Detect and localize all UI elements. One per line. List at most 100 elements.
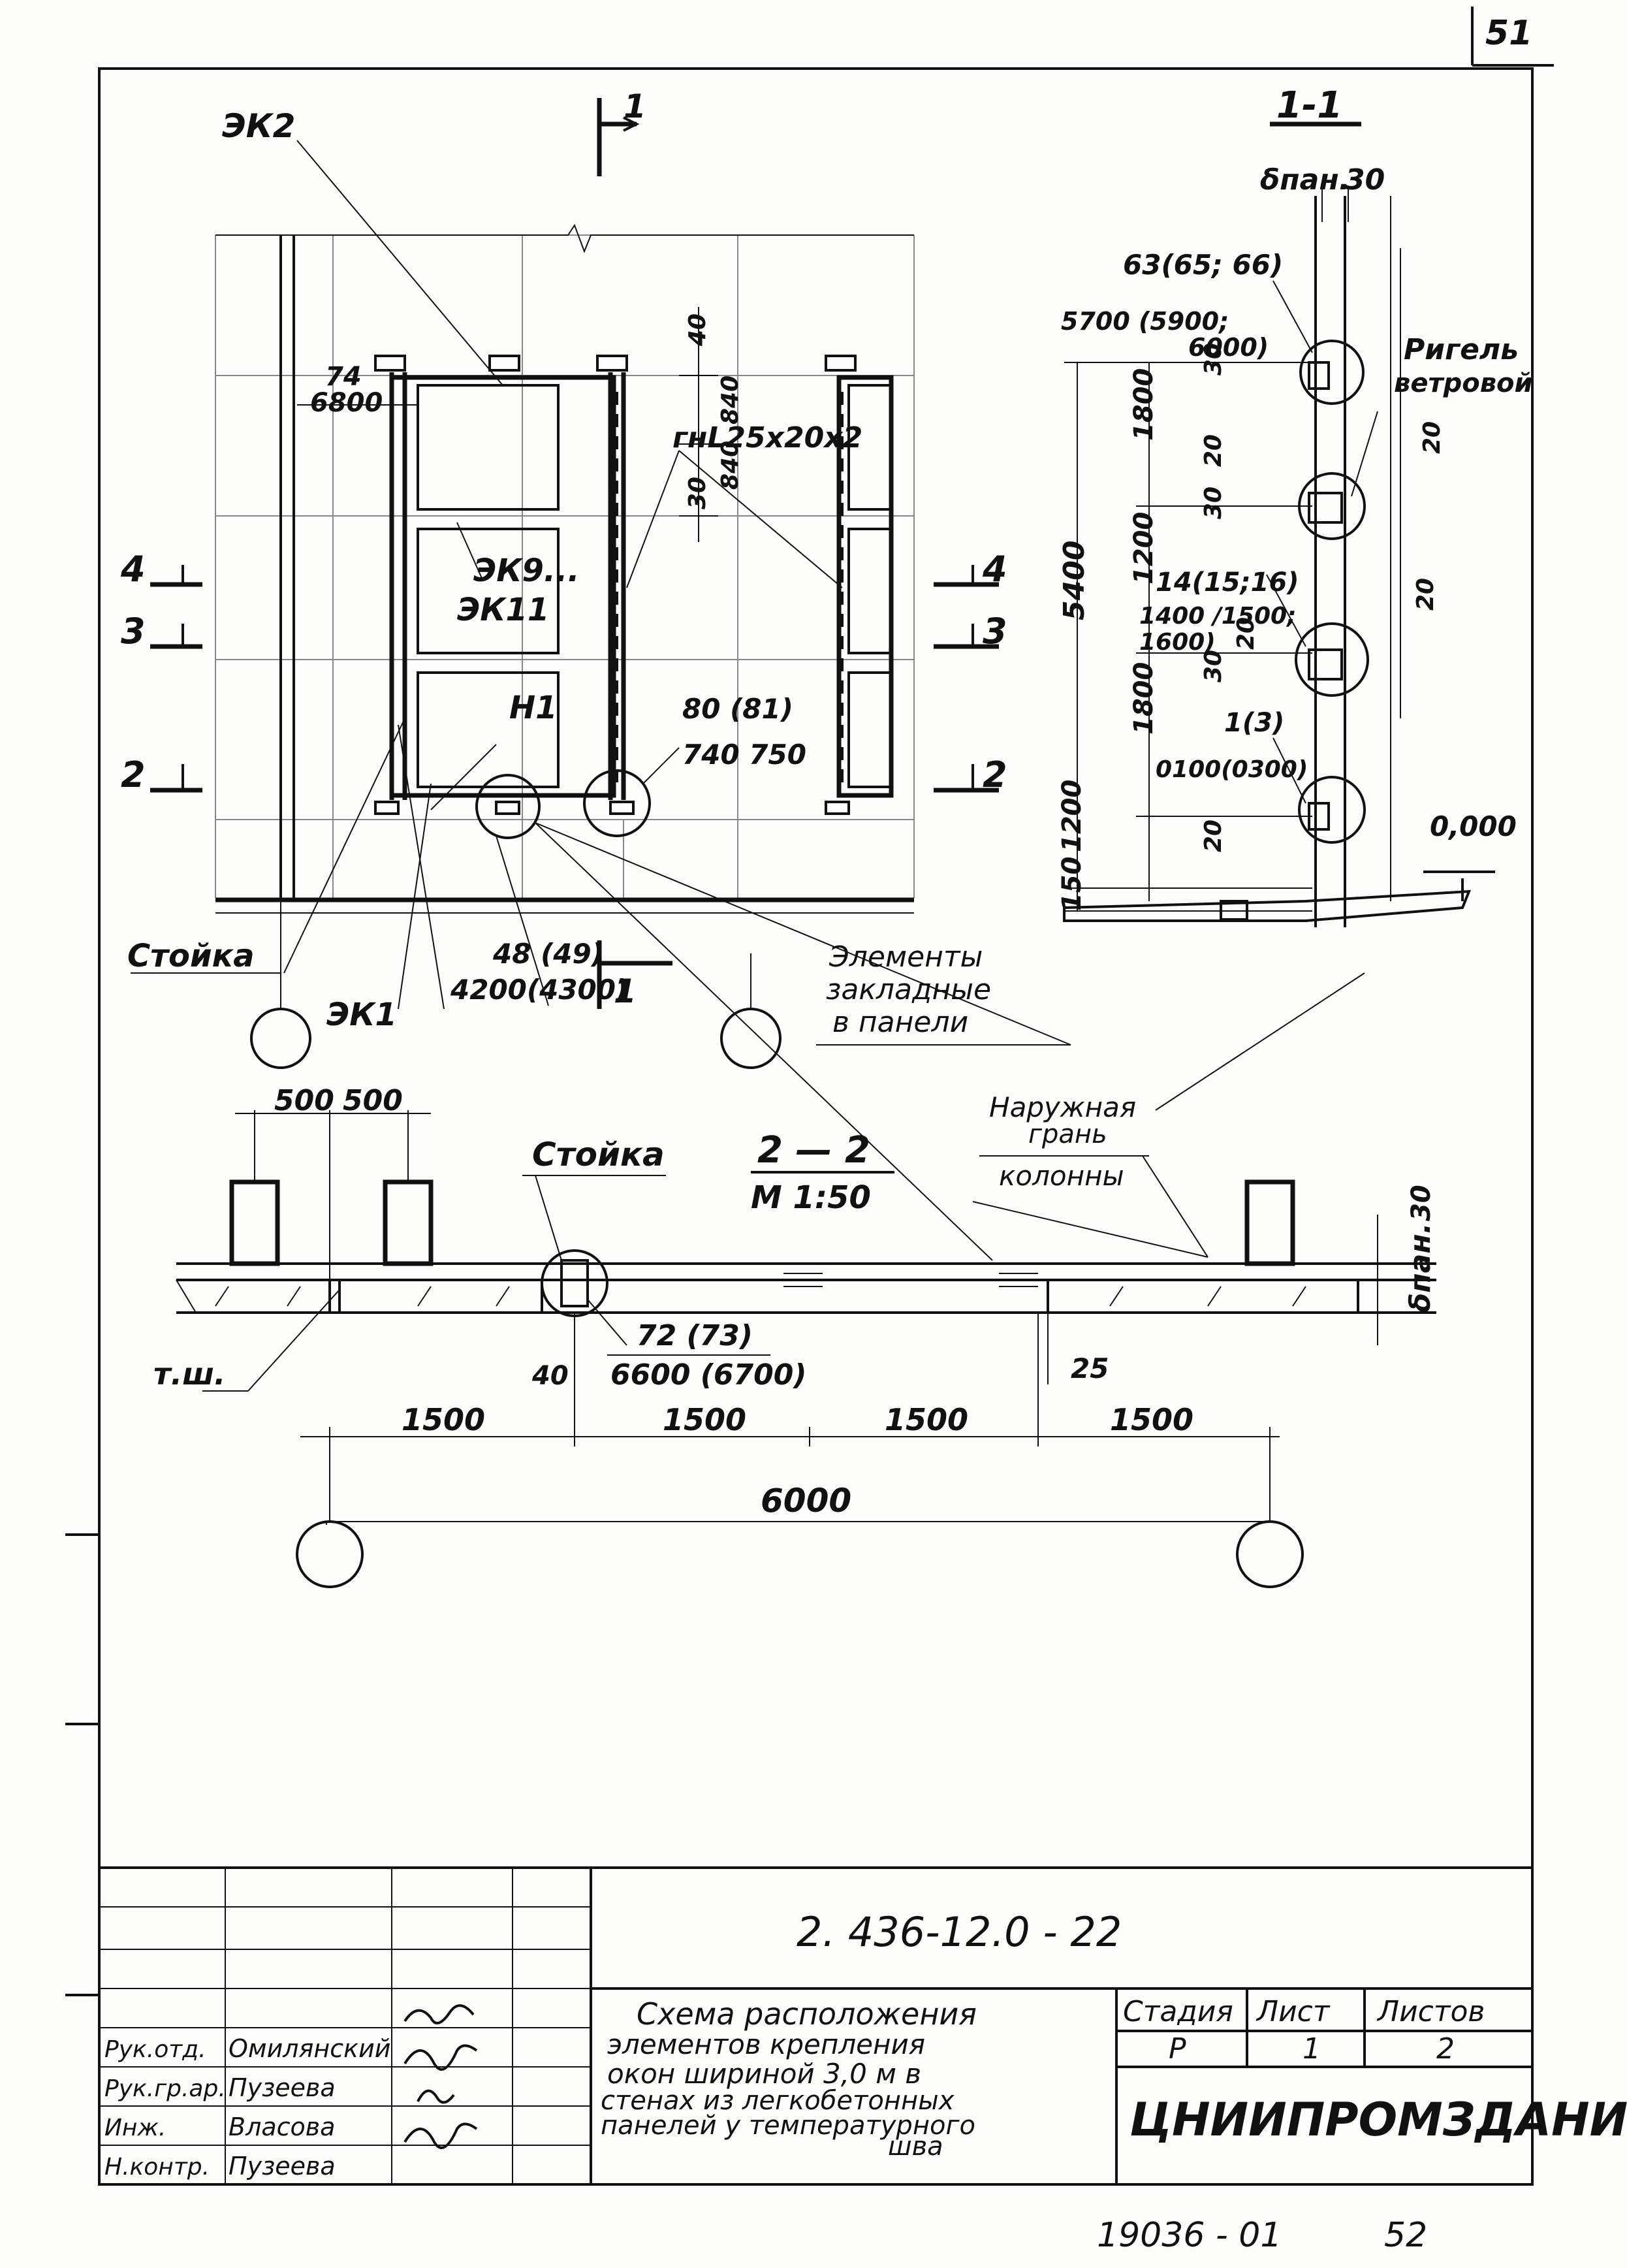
role-2: Рук.гр.ар. (104, 2075, 226, 2102)
callout-72-bottom: 6600 (6700) (610, 1358, 806, 1392)
embedded-label-l3: в панели (832, 1006, 968, 1039)
label-ek9: ЭК9... (473, 552, 580, 589)
dim-500-b: 500 (343, 1084, 403, 1117)
callout-63-line2: 6000) (1188, 333, 1269, 362)
section-2-2-scale: М 1:50 (751, 1179, 871, 1216)
title-line-1: Схема расположения (637, 1996, 977, 2032)
facade-elevation (131, 98, 1071, 1069)
label-tsh: т.ш. (153, 1356, 225, 1392)
span-2: 1500 (663, 1402, 746, 1437)
name-1: Омилянский (229, 2034, 391, 2063)
organization-name: ЦНИИПРОМЗДАНИЙ (1129, 2093, 1627, 2147)
outer-face-l3: колонны (999, 1160, 1124, 1192)
span-3: 1500 (885, 1402, 968, 1437)
signature-1 (403, 2004, 475, 2024)
section-mark-bottom: 1 (614, 972, 637, 1010)
label-n1: Н1 (509, 690, 558, 726)
side-mark-3: 3 (121, 611, 146, 652)
label-stoika-section: Стойка (532, 1136, 665, 1174)
section-2-2-title: 2 — 2 (757, 1129, 870, 1172)
outer-face-l1: Наружная (989, 1091, 1136, 1123)
title-line-3: окон шириной 3,0 м в (607, 2058, 921, 2090)
dim-20-c: 20 (1419, 421, 1445, 454)
callout-1-bottom: 0100(0300) (1156, 756, 1308, 783)
callout-72-top: 72 (73) (637, 1319, 753, 1352)
title-block (98, 1866, 1534, 2186)
callout-74-top: 74 (325, 362, 362, 392)
sheet-label: Лист (1256, 1995, 1331, 2028)
stage-value: Р (1169, 2032, 1186, 2066)
dim-20-a: 20 (1200, 434, 1227, 467)
callout-14-line1: 1400 /1500; (1139, 603, 1296, 630)
dim-30: 30 (684, 477, 711, 509)
dim-30-a: 30 (1200, 343, 1227, 375)
callout-74-bottom: 6800 (310, 388, 383, 418)
dim-30-section: 30 (1406, 1185, 1436, 1221)
name-3: Власова (229, 2113, 335, 2141)
title-line-5: панелей у температурного (601, 2111, 975, 2141)
label-ek1: ЭК1 (326, 997, 397, 1033)
level-0000: 0,000 (1430, 810, 1517, 842)
name-2: Пузеева (229, 2073, 336, 2102)
section-mark-top: 1 (624, 88, 646, 125)
stage-label: Стадия (1123, 1995, 1233, 2028)
dim-20-d: 20 (1412, 578, 1439, 611)
right-mark-2: 2 (983, 754, 1007, 795)
callout-80-top: 80 (81) (682, 693, 793, 725)
name-4: Пузеева (229, 2152, 336, 2180)
dim-1800-b: 1800 (1129, 662, 1159, 735)
dim-20-b: 20 (1200, 820, 1227, 852)
callout-63-line1: 5700 (5900; (1061, 307, 1229, 336)
dim-1200-b: 1200 (1057, 780, 1087, 852)
dim-40: 40 (684, 313, 711, 347)
title-line-4: стенах из легкобетонных (601, 2086, 955, 2116)
label-ek11: ЭК11 (457, 592, 549, 628)
section-1-1-d30: 30 (1345, 163, 1385, 197)
dim-40-section: 40 (531, 1361, 569, 1391)
dim-20-e: 20 (1233, 617, 1259, 650)
dim-25: 25 (1071, 1352, 1109, 1384)
title-line-2: элементов крепления (607, 2028, 925, 2060)
signature-2 (403, 2044, 478, 2071)
label-angle: гнL25x20x2 (672, 421, 862, 455)
drawing-code: 2. 436-12.0 - 22 (797, 1908, 1122, 1956)
right-mark-3: 3 (983, 611, 1007, 652)
callout-48-top: 48 (49) (492, 938, 604, 970)
side-mark-4: 4 (120, 549, 146, 590)
section-2-2-panel-thickness: δпан. (1404, 1223, 1437, 1313)
signature-3 (417, 2089, 455, 2104)
total-6000: 6000 (761, 1482, 851, 1520)
dim-30-b: 30 (1200, 487, 1227, 519)
callout-14-top: 14(15;16) (1156, 567, 1299, 598)
embedded-label-l2: закладные (826, 973, 991, 1006)
span-4: 1500 (1110, 1402, 1193, 1437)
dim-840-b: 840 (717, 441, 744, 490)
section-1-1 (1063, 121, 1495, 1111)
dim-30-c: 30 (1200, 650, 1227, 682)
dim-500-a: 500 (274, 1084, 334, 1117)
sheets-label: Листов (1376, 1995, 1485, 2028)
next-page-number: 52 (1384, 2216, 1427, 2255)
rigel-label-l2: ветровой (1394, 368, 1533, 398)
section-2-2 (176, 822, 1436, 1588)
sheet-value: 1 (1303, 2032, 1321, 2066)
archive-number: 19036 - 01 (1097, 2216, 1282, 2255)
side-mark-2: 2 (121, 754, 146, 795)
role-1: Рук.отд. (104, 2036, 206, 2063)
section-1-1-panel-thickness: δпан. (1260, 163, 1350, 197)
dim-840-a: 840 (717, 375, 744, 424)
dim-1200-a: 1200 (1129, 512, 1159, 584)
span-1: 1500 (402, 1402, 485, 1437)
callout-48-bottom: 4200(4300) (450, 974, 628, 1006)
dim-1800-a: 1800 (1129, 368, 1159, 441)
signature-4 (403, 2122, 478, 2149)
section-1-1-title: 1-1 (1276, 84, 1342, 127)
dim-150: 150 (1057, 857, 1087, 912)
page-number: 51 (1485, 14, 1532, 53)
callout-80-bottom: 740 750 (682, 739, 806, 771)
sheets-value: 2 (1436, 2032, 1455, 2066)
dim-5400: 5400 (1058, 541, 1091, 620)
title-line-6: шва (888, 2132, 943, 2162)
